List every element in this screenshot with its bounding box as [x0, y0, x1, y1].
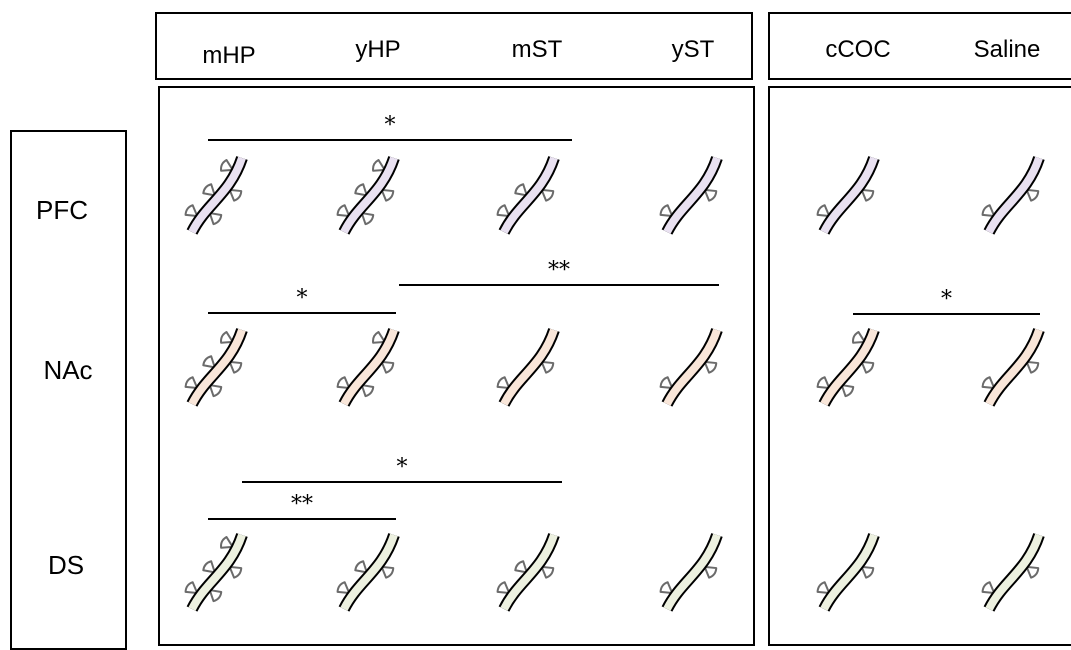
- control-groups-header: [768, 12, 1071, 80]
- region-label-panel: [10, 130, 127, 650]
- column-label-saline: Saline: [973, 36, 1041, 63]
- row-label-ds: DS: [47, 550, 85, 580]
- column-label-yst: yST: [671, 36, 715, 63]
- control-groups-panel: [768, 86, 1071, 646]
- column-label-yhp: yHP: [355, 36, 401, 63]
- main-groups-panel: [158, 86, 755, 646]
- column-label-ccoc: cCOC: [825, 36, 891, 63]
- column-label-mhp: mHP: [202, 42, 256, 69]
- main-groups-header: [155, 12, 753, 80]
- column-label-mst: mST: [511, 36, 563, 63]
- row-label-nac: NAc: [43, 355, 93, 385]
- row-label-pfc: PFC: [36, 195, 88, 225]
